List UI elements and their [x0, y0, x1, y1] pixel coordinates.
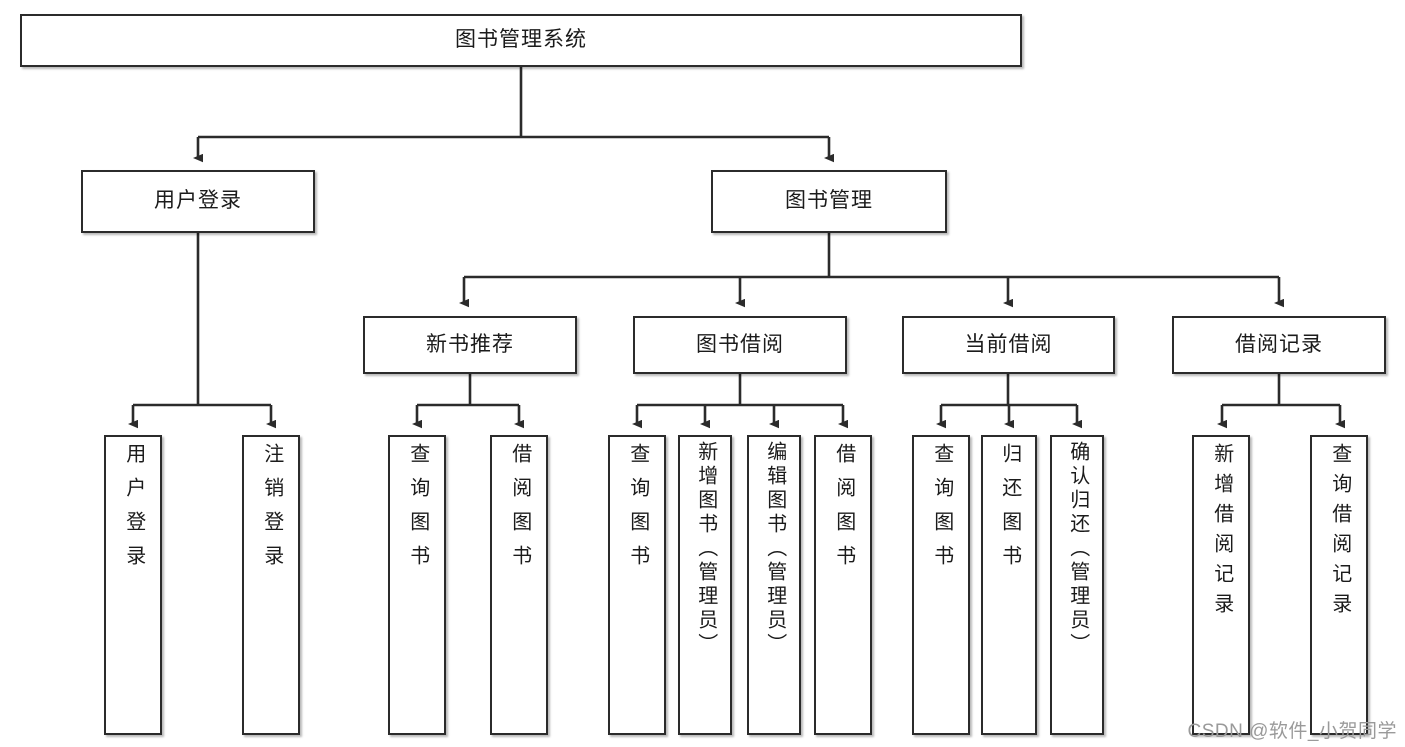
leaf-current-confirm-return-admin[interactable]: 确认归还（管理员）: [1050, 435, 1104, 735]
node-book-management[interactable]: 图书管理: [711, 170, 947, 233]
leaf-borrow-edit-book-admin[interactable]: 编辑图书（管理员）: [747, 435, 801, 735]
node-label: 查询图书: [626, 443, 649, 579]
node-label: 确认归还（管理员）: [1066, 441, 1089, 657]
node-new-book-recommend[interactable]: 新书推荐: [363, 316, 577, 374]
leaf-user-login-logout[interactable]: 注销登录: [242, 435, 300, 735]
node-label: 图书管理系统: [455, 28, 587, 52]
node-label: 归还图书: [998, 443, 1021, 579]
leaf-borrow-add-book-admin[interactable]: 新增图书（管理员）: [678, 435, 732, 735]
node-label: 新增借阅记录: [1210, 443, 1233, 623]
node-label: 借阅图书: [832, 443, 855, 579]
leaf-recommend-query-book[interactable]: 查询图书: [388, 435, 446, 735]
node-label: 编辑图书（管理员）: [763, 441, 786, 657]
leaf-record-query-record[interactable]: 查询借阅记录: [1310, 435, 1368, 735]
node-user-login[interactable]: 用户登录: [81, 170, 315, 233]
node-current-borrow[interactable]: 当前借阅: [902, 316, 1115, 374]
node-label: 查询借阅记录: [1328, 443, 1351, 623]
node-root-system[interactable]: 图书管理系统: [20, 14, 1022, 67]
node-label: 注销登录: [260, 443, 283, 579]
leaf-current-return-book[interactable]: 归还图书: [981, 435, 1037, 735]
node-label: 新增图书（管理员）: [694, 441, 717, 657]
node-label: 查询图书: [406, 443, 429, 579]
node-label: 新书推荐: [426, 332, 514, 356]
leaf-borrow-query-book[interactable]: 查询图书: [608, 435, 666, 735]
node-label: 图书借阅: [696, 332, 784, 356]
node-label: 用户登录: [122, 443, 145, 579]
leaf-user-login-login[interactable]: 用户登录: [104, 435, 162, 735]
node-book-borrow[interactable]: 图书借阅: [633, 316, 847, 374]
node-label: 图书管理: [785, 189, 873, 213]
node-label: 当前借阅: [964, 332, 1053, 356]
leaf-borrow-borrow-book[interactable]: 借阅图书: [814, 435, 872, 735]
node-borrow-record[interactable]: 借阅记录: [1172, 316, 1386, 374]
leaf-record-add-record[interactable]: 新增借阅记录: [1192, 435, 1250, 735]
watermark: CSDN @软件_小贺同学: [1187, 721, 1397, 742]
node-label: 借阅图书: [508, 443, 531, 579]
node-label: 用户登录: [154, 189, 242, 213]
leaf-recommend-borrow-book[interactable]: 借阅图书: [490, 435, 548, 735]
leaf-current-query-book[interactable]: 查询图书: [912, 435, 970, 735]
node-label: 借阅记录: [1235, 332, 1323, 356]
node-label: 查询图书: [930, 443, 953, 579]
